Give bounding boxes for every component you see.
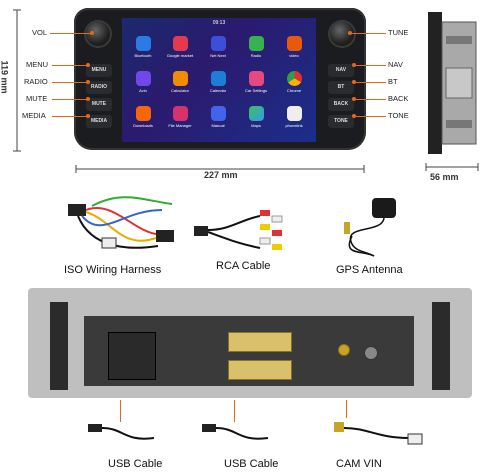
connector-quadlock[interactable]	[108, 332, 156, 380]
chrome-icon	[286, 71, 302, 86]
app-calculator[interactable]: Calculator	[165, 71, 195, 103]
callout-radio: RADIO	[24, 77, 48, 86]
market-icon	[172, 36, 188, 51]
app-google-market[interactable]: Google market	[165, 36, 195, 68]
app-avin[interactable]: Avin	[128, 71, 158, 103]
rear-label-usb-2: USB Cable	[224, 458, 279, 470]
app-bluetooth[interactable]: Bluetooth	[128, 36, 158, 68]
app-car-settings[interactable]: Car Settings	[241, 71, 271, 103]
touch-screen[interactable]: 09:13 Bluetooth Google market Net Next R…	[122, 18, 316, 142]
downloads-icon	[135, 106, 151, 121]
leader-usb-1	[120, 400, 121, 422]
leader-usb-2	[234, 400, 235, 422]
width-dimension: 227 mm	[200, 170, 242, 180]
head-button-media[interactable]: MEDIA	[86, 115, 112, 128]
callout-media: MEDIA	[22, 111, 46, 120]
connector-gps[interactable]	[364, 346, 378, 360]
height-dimension-line	[13, 9, 21, 152]
width-dimension-line	[75, 165, 365, 173]
connector-upper[interactable]	[228, 332, 292, 352]
manual-icon	[210, 106, 226, 121]
depth-dimension: 56 mm	[430, 172, 459, 182]
connector-lower[interactable]	[228, 360, 292, 380]
gps-antenna-image	[344, 198, 396, 257]
bluetooth-icon	[135, 36, 151, 51]
radio-icon	[248, 36, 264, 51]
maps-icon	[248, 106, 264, 121]
head-button-back[interactable]: BACK	[328, 98, 354, 111]
phonelink-icon	[286, 106, 302, 121]
rear-plate-right	[432, 302, 450, 390]
accessory-iso-harness: ISO Wiring Harness	[64, 264, 162, 276]
app-downloads[interactable]: Downloads	[128, 106, 158, 138]
usb-cable-2-image	[202, 424, 269, 440]
usb-cable-1-image	[88, 424, 155, 440]
rear-panel	[28, 288, 472, 398]
folder-icon	[172, 106, 188, 121]
side-view	[428, 12, 477, 154]
iso-harness-image	[68, 196, 174, 249]
accessory-rca-cable: RCA Cable	[216, 260, 271, 272]
app-manual[interactable]: Manual	[203, 106, 233, 138]
head-button-radio[interactable]: RADIO	[86, 81, 112, 94]
calendar-icon	[210, 71, 226, 86]
calculator-icon	[172, 71, 188, 86]
head-button-bt[interactable]: BT	[328, 81, 354, 94]
video-icon	[286, 36, 302, 51]
head-button-tone[interactable]: TONE	[328, 115, 354, 128]
leader-cam-vin	[346, 400, 347, 418]
avin-icon	[135, 71, 151, 86]
accessory-gps-antenna: GPS Antenna	[336, 264, 403, 276]
connector-antenna[interactable]	[338, 344, 350, 356]
callout-back: BACK	[388, 94, 409, 103]
app-video[interactable]: video	[279, 36, 309, 68]
head-button-menu[interactable]: MENU	[86, 64, 112, 77]
app-chrome[interactable]: Chrome	[279, 71, 309, 103]
depth-dimension-line	[425, 163, 479, 171]
rear-label-cam-vin: CAM VIN	[336, 458, 382, 470]
app-calendar[interactable]: Calendar	[203, 71, 233, 103]
car-settings-icon	[248, 71, 264, 86]
app-net-next[interactable]: Net Next	[203, 36, 233, 68]
callout-mute: MUTE	[26, 94, 48, 103]
callout-tone: TONE	[388, 111, 409, 120]
head-unit-front: MENU RADIO MUTE MEDIA NAV BT BACK TONE 0…	[74, 8, 366, 150]
callout-vol: VOL	[32, 28, 48, 37]
callout-menu: MENU	[26, 60, 49, 69]
rear-label-usb-1: USB Cable	[108, 458, 163, 470]
net-icon	[210, 36, 226, 51]
callout-nav: NAV	[388, 60, 403, 69]
height-dimension: 119 mm	[0, 60, 10, 94]
status-time: 09:13	[212, 20, 226, 26]
rear-plate-left	[50, 302, 68, 390]
callout-bt: BT	[388, 77, 398, 86]
rca-cable-image	[194, 210, 283, 250]
head-button-mute[interactable]: MUTE	[86, 98, 112, 111]
app-phonelink[interactable]: phonelink	[279, 106, 309, 138]
head-button-nav[interactable]: NAV	[328, 64, 354, 77]
app-maps[interactable]: Maps	[241, 106, 271, 138]
callout-tune: TUNE	[388, 28, 409, 37]
app-file-manager[interactable]: File Manager	[165, 106, 195, 138]
app-radio[interactable]: Radio	[241, 36, 271, 68]
cam-vin-cable-image	[334, 422, 423, 445]
